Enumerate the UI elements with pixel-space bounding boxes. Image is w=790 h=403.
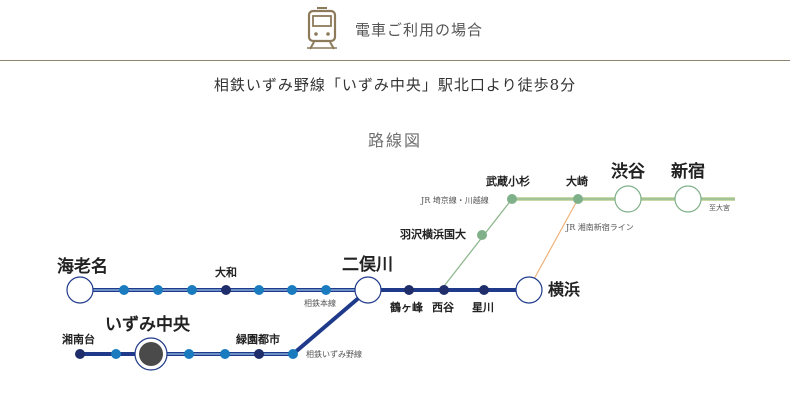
station-dot xyxy=(184,349,194,359)
label-osaki: 大崎 xyxy=(566,174,588,188)
jr-line xyxy=(440,197,735,291)
label-shinjuku: 新宿 xyxy=(671,161,705,182)
label-musashikosugi: 武蔵小杉 xyxy=(486,174,530,188)
station-dot-musashikosugi xyxy=(507,194,517,204)
toward-omiya-label: 至大宮 xyxy=(709,203,730,212)
line-label-izumino: 相鉄いずみ野線 xyxy=(306,349,362,359)
station-ring-shinjuku xyxy=(674,185,702,213)
station-dot xyxy=(321,285,331,295)
station-dot-hoshikawa xyxy=(479,285,489,295)
station-dot xyxy=(119,285,129,295)
header-divider xyxy=(0,60,790,61)
label-yokohama: 横浜 xyxy=(548,280,580,299)
station-marker-izumi-chuo xyxy=(139,342,163,366)
label-yamato: 大和 xyxy=(215,265,237,279)
label-futamatagawa: 二俣川 xyxy=(342,254,393,275)
station-ring-futamatagawa xyxy=(354,276,382,304)
station-ring-ebina xyxy=(66,276,94,304)
station-dot xyxy=(288,349,298,359)
header-title: 電車ご利用の場合 xyxy=(355,21,484,39)
label-izumi-chuo: いずみ中央 xyxy=(105,314,191,335)
line-label-jr-shonan: JR 湘南新宿ライン xyxy=(565,222,634,232)
label-tsurugamine: 鶴ヶ峰 xyxy=(390,300,424,314)
station-dot-ryokuentoshi xyxy=(254,349,264,359)
station-dot-tsurugamine xyxy=(404,285,414,295)
label-hoshikawa: 星川 xyxy=(472,301,494,314)
line-label-jr-saikyo: JR 埼京線・川越線 xyxy=(420,195,489,205)
label-shibuya: 渋谷 xyxy=(611,161,646,182)
station-dot xyxy=(153,285,163,295)
label-ebina: 海老名 xyxy=(57,256,108,277)
access-text: 相鉄いずみ野線「いずみ中央」駅北口より徒歩8分 xyxy=(213,76,577,94)
line-label-sotetsu-main: 相鉄本線 xyxy=(304,298,336,308)
station-dot xyxy=(187,285,197,295)
label-shonandai: 湘南台 xyxy=(62,332,95,346)
label-nishiya: 西谷 xyxy=(432,300,455,314)
shonan-line xyxy=(527,198,579,291)
station-dot-shonandai xyxy=(75,349,85,359)
label-ryokuentoshi: 緑園都市 xyxy=(236,332,280,346)
map-title: 路線図 xyxy=(367,131,422,150)
label-hazawa: 羽沢横浜国大 xyxy=(400,227,466,241)
station-dot xyxy=(287,285,297,295)
station-ring-yokohama xyxy=(515,276,543,304)
train-icon xyxy=(307,7,337,50)
station-dot-yamato xyxy=(221,285,231,295)
station-dot-nishiya xyxy=(439,285,449,295)
station-dot xyxy=(220,349,230,359)
header: 電車ご利用の場合 xyxy=(0,0,790,62)
station-dot xyxy=(254,285,264,295)
station-dot xyxy=(111,349,121,359)
station-dot-osaki xyxy=(573,194,583,204)
station-ring-shibuya xyxy=(614,185,642,213)
station-dot-hazawa xyxy=(477,230,487,240)
